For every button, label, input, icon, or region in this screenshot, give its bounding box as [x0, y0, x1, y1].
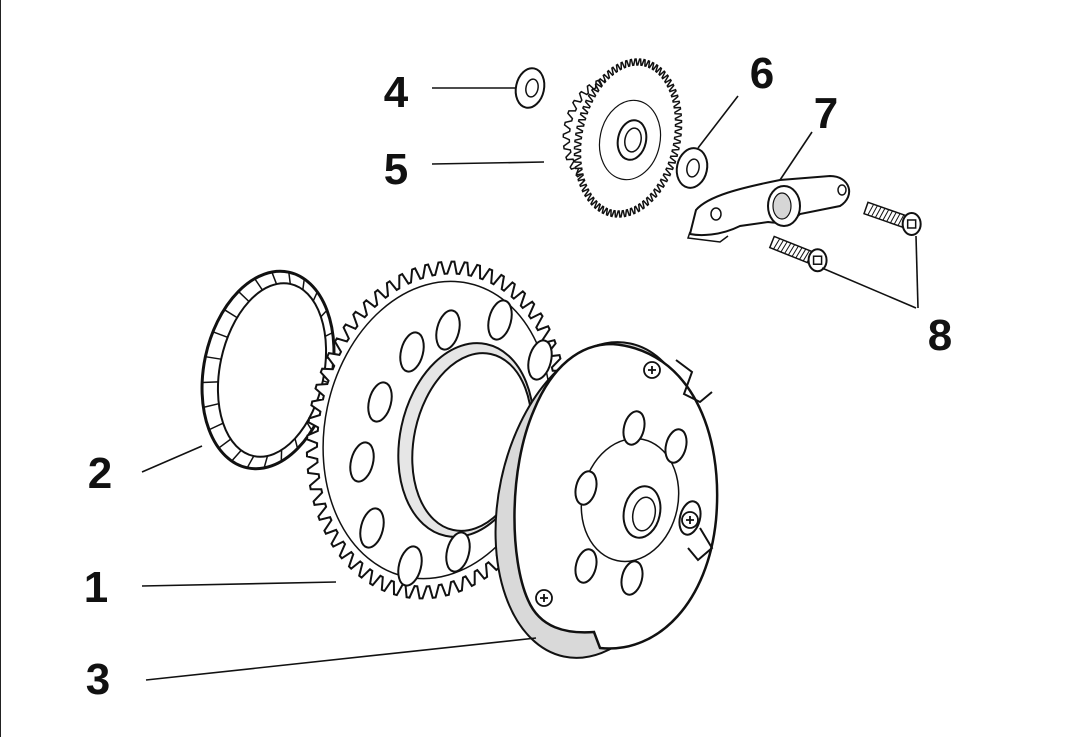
callout-5: 5: [384, 145, 408, 194]
leader-line-7: [780, 132, 812, 180]
leader-line-3: [146, 638, 536, 680]
housing-screw: [682, 512, 698, 528]
leader-line-6: [698, 96, 738, 148]
washer-part: [673, 145, 711, 190]
left-border: [0, 0, 1, 737]
support-bracket-part: [688, 176, 849, 242]
callout-1: 1: [84, 563, 108, 612]
leader-line-5: [432, 162, 544, 164]
callout-2: 2: [88, 449, 112, 498]
leader-line-1: [142, 582, 336, 586]
callout-6: 6: [750, 49, 774, 98]
leader-line-2: [142, 446, 202, 472]
small-washer-part: [512, 66, 548, 111]
housing-screw: [536, 590, 552, 606]
leader-line-8b: [916, 236, 918, 308]
housing-screw: [644, 362, 660, 378]
leader-line-8a: [822, 268, 916, 308]
callout-3: 3: [86, 655, 110, 704]
sprag-element: [202, 382, 218, 383]
callout-7: 7: [814, 89, 838, 138]
callout-8: 8: [928, 311, 952, 360]
callout-4: 4: [384, 68, 409, 117]
intermediate-gear-part: [563, 59, 681, 217]
